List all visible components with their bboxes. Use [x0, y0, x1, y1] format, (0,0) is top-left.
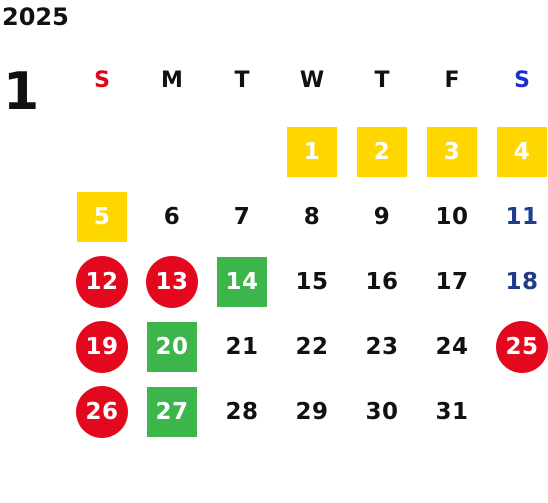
day-25[interactable]: 25: [496, 320, 548, 373]
weekday-wednesday: W: [299, 68, 325, 93]
day-21[interactable]: 21: [225, 333, 259, 360]
day-cell: 26: [67, 379, 137, 444]
day-cell: 2: [347, 119, 417, 184]
month-number: 1: [3, 62, 40, 122]
empty-cell: [137, 119, 207, 184]
day-18[interactable]: 18: [505, 268, 539, 295]
day-cell: 8: [277, 184, 347, 249]
day-cell: 23: [347, 314, 417, 379]
day-22[interactable]: 22: [295, 333, 329, 360]
day-cell: 24: [417, 314, 487, 379]
day-12[interactable]: 12: [76, 255, 128, 308]
day-cell: 13: [137, 249, 207, 314]
weekday-monday: M: [161, 68, 183, 93]
day-cell: 19: [67, 314, 137, 379]
day-cell: 30: [347, 379, 417, 444]
day-15[interactable]: 15: [295, 268, 329, 295]
day-cell: 18: [487, 249, 548, 314]
day-cell: 17: [417, 249, 487, 314]
weekday-sunday: S: [94, 68, 110, 93]
day-cell: 21: [207, 314, 277, 379]
weekday-friday: F: [444, 68, 460, 93]
day-cell: 28: [207, 379, 277, 444]
day-cell: 16: [347, 249, 417, 314]
day-11[interactable]: 11: [505, 203, 539, 230]
day-17[interactable]: 17: [435, 268, 469, 295]
day-cell: 31: [417, 379, 487, 444]
day-cell: 20: [137, 314, 207, 379]
day-8[interactable]: 8: [303, 203, 321, 230]
day-cell: 12: [67, 249, 137, 314]
day-cell: 10: [417, 184, 487, 249]
day-cell: 14: [207, 249, 277, 314]
day-20[interactable]: 20: [147, 321, 197, 372]
weekday-saturday: S: [514, 68, 530, 93]
day-cell: 11: [487, 184, 548, 249]
day-3[interactable]: 3: [427, 126, 477, 177]
day-24[interactable]: 24: [435, 333, 469, 360]
day-cell: 7: [207, 184, 277, 249]
day-31[interactable]: 31: [435, 398, 469, 425]
day-14[interactable]: 14: [217, 256, 267, 307]
day-cell: 4: [487, 119, 548, 184]
day-cell: 22: [277, 314, 347, 379]
day-cell: 9: [347, 184, 417, 249]
day-26[interactable]: 26: [76, 385, 128, 438]
day-cell: 29: [277, 379, 347, 444]
day-5[interactable]: 5: [77, 191, 127, 242]
day-cell: 15: [277, 249, 347, 314]
day-23[interactable]: 23: [365, 333, 399, 360]
day-13[interactable]: 13: [146, 255, 198, 308]
day-cell: 1: [277, 119, 347, 184]
year-label: 2025: [2, 3, 69, 31]
day-19[interactable]: 19: [76, 320, 128, 373]
day-2[interactable]: 2: [357, 126, 407, 177]
day-4[interactable]: 4: [497, 126, 547, 177]
empty-cell: [67, 119, 137, 184]
day-29[interactable]: 29: [295, 398, 329, 425]
day-cell: 25: [487, 314, 548, 379]
day-cell: 3: [417, 119, 487, 184]
weekday-thursday: T: [374, 68, 390, 93]
day-cell: 5: [67, 184, 137, 249]
day-cell: 27: [137, 379, 207, 444]
day-9[interactable]: 9: [373, 203, 391, 230]
day-27[interactable]: 27: [147, 386, 197, 437]
day-7[interactable]: 7: [233, 203, 251, 230]
day-cell: 6: [137, 184, 207, 249]
day-1[interactable]: 1: [287, 126, 337, 177]
day-16[interactable]: 16: [365, 268, 399, 295]
weekday-tuesday: T: [234, 68, 250, 93]
day-10[interactable]: 10: [435, 203, 469, 230]
day-28[interactable]: 28: [225, 398, 259, 425]
day-6[interactable]: 6: [163, 203, 181, 230]
day-30[interactable]: 30: [365, 398, 399, 425]
empty-cell: [207, 119, 277, 184]
